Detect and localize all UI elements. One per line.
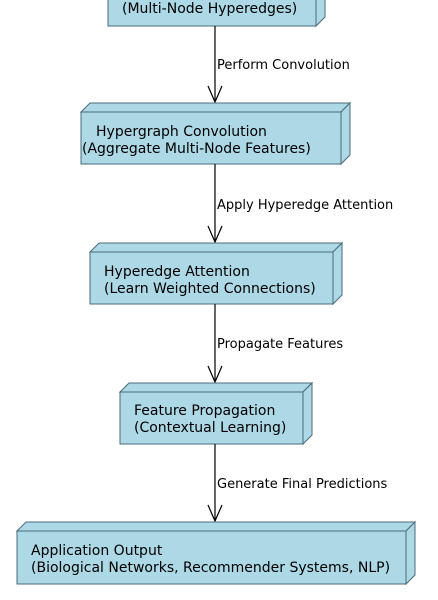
edge-generate-final-predictions: Generate Final Predictions [207, 444, 388, 523]
node-hyperedges-side [315, 0, 326, 28]
node-propagation-line1: Feature Propagation [134, 403, 275, 419]
node-propagation: Feature Propagation (Contextual Learning… [118, 381, 314, 446]
node-output: Application Output (Biological Networks,… [15, 520, 417, 586]
node-propagation-front [119, 391, 304, 445]
edge-generate-final-predictions-arrowhead [207, 504, 223, 523]
edge-apply-hyperedge-attention-label: Apply Hyperedge Attention [217, 198, 393, 213]
node-attention-line1: Hyperedge Attention [104, 264, 250, 280]
node-hyperedges-line2: (Multi-Node Hyperedges) [122, 1, 297, 17]
edge-perform-convolution-arrowhead [207, 85, 223, 104]
edge-apply-hyperedge-attention: Apply Hyperedge Attention [207, 164, 393, 244]
node-attention-side [332, 241, 343, 306]
node-convolution: Hypergraph Convolution (Aggregate Multi-… [79, 101, 352, 166]
node-convolution-line2: (Aggregate Multi-Node Features) [82, 141, 311, 157]
node-convolution-side [340, 101, 351, 166]
edge-generate-final-predictions-label: Generate Final Predictions [217, 477, 388, 492]
edge-propagate-features: Propagate Features [207, 304, 343, 384]
edge-perform-convolution: Perform Convolution [207, 26, 350, 104]
edge-perform-convolution-label: Perform Convolution [217, 58, 350, 73]
node-output-top [15, 521, 417, 532]
edge-propagate-features-label: Propagate Features [217, 337, 343, 352]
node-attention-front [89, 251, 334, 305]
edge-propagate-features-arrowhead [207, 365, 223, 384]
node-hyperedges: (Multi-Node Hyperedges) [107, 0, 326, 28]
node-attention: Hyperedge Attention (Learn Weighted Conn… [88, 241, 344, 306]
node-attention-line2: (Learn Weighted Connections) [104, 281, 316, 297]
node-propagation-top [118, 382, 314, 393]
node-attention-top [88, 242, 344, 253]
node-output-line2: (Biological Networks, Recommender System… [31, 560, 390, 576]
node-hyperedges-front [107, 0, 317, 27]
node-propagation-line2: (Contextual Learning) [134, 420, 286, 436]
node-propagation-side [302, 381, 313, 446]
edge-apply-hyperedge-attention-arrowhead [207, 225, 223, 244]
node-convolution-front [80, 111, 342, 165]
node-output-front [16, 530, 407, 585]
node-convolution-line1: Hypergraph Convolution [96, 124, 267, 140]
node-output-side [405, 520, 416, 586]
node-output-line1: Application Output [31, 543, 163, 559]
node-convolution-top [79, 102, 352, 113]
